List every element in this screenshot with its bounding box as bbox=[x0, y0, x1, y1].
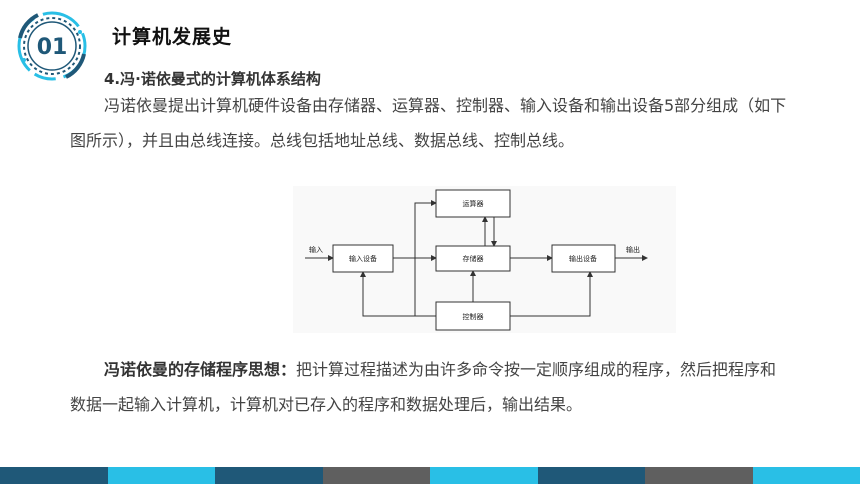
section-heading: 4.冯·诺依曼式的计算机体系结构 bbox=[104, 70, 321, 88]
paragraph-stored-program: 冯诺依曼的存储程序思想：把计算过程描述为由许多命令按一定顺序组成的程序，然后把程… bbox=[70, 352, 790, 422]
stored-program-label: 冯诺依曼的存储程序思想： bbox=[104, 360, 297, 379]
box-memory bbox=[435, 245, 511, 272]
footer-color-bar bbox=[0, 467, 860, 484]
label-controller: 控制器 bbox=[463, 312, 484, 321]
badge-number: 01 bbox=[37, 35, 68, 60]
label-input: 输入 bbox=[309, 245, 323, 254]
stored-program-text: 把计算过程描述为由许多命令按一定顺序组成的程序，然后把程序和数据一起输入计算机，… bbox=[70, 360, 777, 414]
label-output: 输出 bbox=[626, 245, 640, 254]
box-controller bbox=[435, 301, 511, 331]
box-output-device bbox=[551, 244, 616, 273]
footer-segment bbox=[215, 467, 323, 484]
footer-segment bbox=[322, 467, 430, 484]
footer-segment bbox=[430, 467, 538, 484]
section-number-badge: 01 bbox=[14, 8, 90, 84]
paragraph-architecture: 冯诺依曼提出计算机硬件设备由存储器、运算器、控制器、输入设备和输出设备5部分组成… bbox=[70, 96, 787, 150]
footer-segment bbox=[107, 467, 215, 484]
page-title: 计算机发展史 bbox=[112, 26, 233, 48]
von-neumann-diagram: 输入 输入设备 运算器 存储器 输出设备 输出 控制器 bbox=[293, 186, 676, 333]
footer-segment bbox=[0, 467, 108, 484]
box-alu bbox=[435, 189, 511, 218]
label-alu: 运算器 bbox=[463, 199, 484, 208]
label-output-device: 输出设备 bbox=[569, 254, 597, 263]
label-input-device: 输入设备 bbox=[349, 254, 377, 263]
footer-segment bbox=[752, 467, 860, 484]
footer-segment bbox=[537, 467, 645, 484]
box-input-device bbox=[332, 244, 394, 273]
label-memory: 存储器 bbox=[463, 254, 484, 263]
footer-segment bbox=[645, 467, 753, 484]
